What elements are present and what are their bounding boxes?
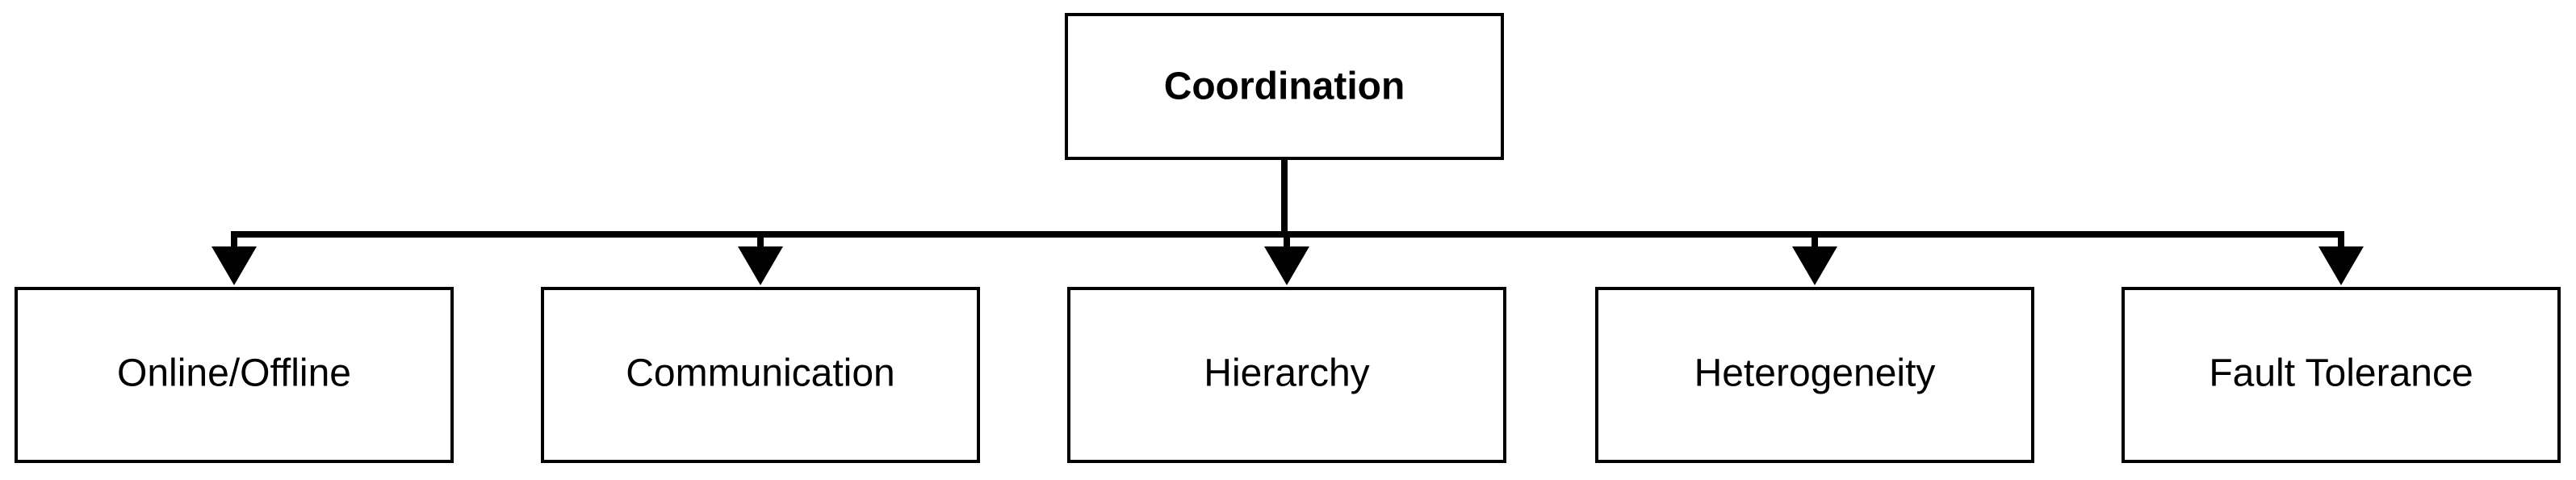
- child-node-box: [2122, 287, 2561, 463]
- child-node-box: [1067, 287, 1506, 463]
- arrowhead-fault-tolerance: [2318, 246, 2364, 285]
- root-node-coordination: Coordination: [1065, 13, 1504, 160]
- child-node-box: [541, 287, 980, 463]
- child-node-communication: Communication: [541, 287, 980, 463]
- child-node-box: [1595, 287, 2034, 463]
- connectors: [212, 158, 2364, 285]
- child-node-label: Communication: [626, 352, 894, 395]
- child-node-fault-tolerance: Fault Tolerance: [2122, 287, 2561, 463]
- child-node-label: Heterogeneity: [1694, 352, 1936, 395]
- arrowhead-communication: [738, 246, 783, 285]
- child-node-online-offline: Online/Offline: [15, 287, 454, 463]
- root-node-box: [1065, 13, 1504, 160]
- child-node-label: Hierarchy: [1204, 352, 1369, 395]
- root-node-label: Coordination: [1164, 65, 1405, 108]
- arrowhead-online-offline: [212, 246, 257, 285]
- child-node-box: [15, 287, 454, 463]
- arrowhead-hierarchy: [1264, 246, 1309, 285]
- child-node-label: Online/Offline: [117, 352, 351, 395]
- child-node-label: Fault Tolerance: [2209, 352, 2473, 395]
- child-node-hierarchy: Hierarchy: [1067, 287, 1506, 463]
- child-node-heterogeneity: Heterogeneity: [1595, 287, 2034, 463]
- arrowhead-heterogeneity: [1792, 246, 1837, 285]
